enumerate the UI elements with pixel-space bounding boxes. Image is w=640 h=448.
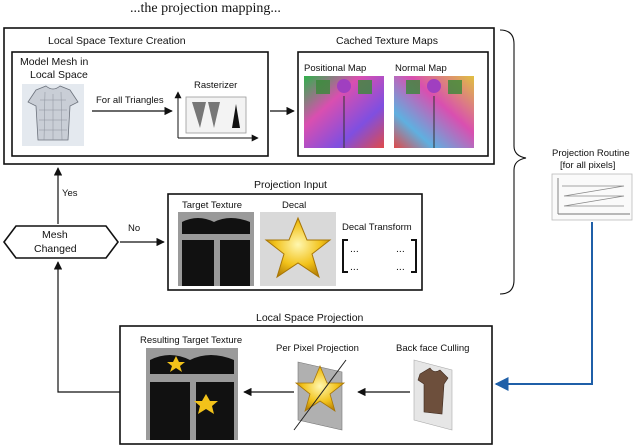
per-pixel-projection-image (293, 359, 347, 431)
no-label: No (128, 223, 140, 234)
projection-routine-line1: Projection Routine (552, 148, 630, 159)
decal-transform-matrix-icon (342, 239, 417, 273)
decision-line1: Mesh (42, 229, 68, 241)
matrix-dots-top-left: ... (350, 243, 359, 255)
mesh-label-line2: Local Space (30, 69, 88, 81)
decal-star-image (260, 212, 336, 286)
mesh-changed-decision (3, 225, 119, 259)
cached-maps-box (297, 51, 489, 157)
cached-maps-title: Cached Texture Maps (336, 35, 438, 47)
projection-routine-icon (551, 173, 633, 221)
top-caption: ...the projection mapping... (130, 1, 281, 16)
target-texture-label: Target Texture (182, 200, 242, 211)
positional-map-image (304, 76, 384, 148)
back-face-culling-image (413, 359, 453, 431)
local-space-creation-box (3, 27, 495, 165)
back-face-culling-label: Back face Culling (396, 343, 469, 354)
matrix-dots-top-right: ... (396, 243, 405, 255)
local-space-creation-title: Local Space Texture Creation (48, 35, 186, 47)
tshirt-mesh-icon (22, 84, 84, 146)
for-all-triangles-label: For all Triangles (96, 95, 164, 106)
decision-line2: Changed (34, 243, 77, 255)
normal-map-image (394, 76, 474, 148)
projection-input-box (167, 193, 423, 291)
model-mesh-box (11, 51, 269, 157)
projection-input-title: Projection Input (254, 179, 327, 191)
per-pixel-projection-label: Per Pixel Projection (276, 343, 359, 354)
positional-map-label: Positional Map (304, 63, 366, 74)
local-space-projection-box (119, 325, 493, 445)
yes-label: Yes (62, 188, 78, 199)
projection-routine-line2: [for all pixels] (560, 160, 615, 171)
local-space-projection-title: Local Space Projection (256, 312, 364, 324)
normal-map-label: Normal Map (395, 63, 447, 74)
grouping-brace (499, 29, 527, 295)
resulting-texture-image (146, 348, 238, 440)
rasterizer-icon (174, 91, 259, 142)
matrix-dots-bottom-left: ... (350, 261, 359, 273)
resulting-texture-label: Resulting Target Texture (140, 335, 242, 346)
mesh-label-line1: Model Mesh in (20, 56, 88, 68)
target-texture-image (178, 212, 254, 286)
rasterizer-label: Rasterizer (194, 80, 237, 91)
decal-transform-label: Decal Transform (342, 222, 412, 233)
decal-label: Decal (282, 200, 306, 211)
matrix-dots-bottom-right: ... (396, 261, 405, 273)
